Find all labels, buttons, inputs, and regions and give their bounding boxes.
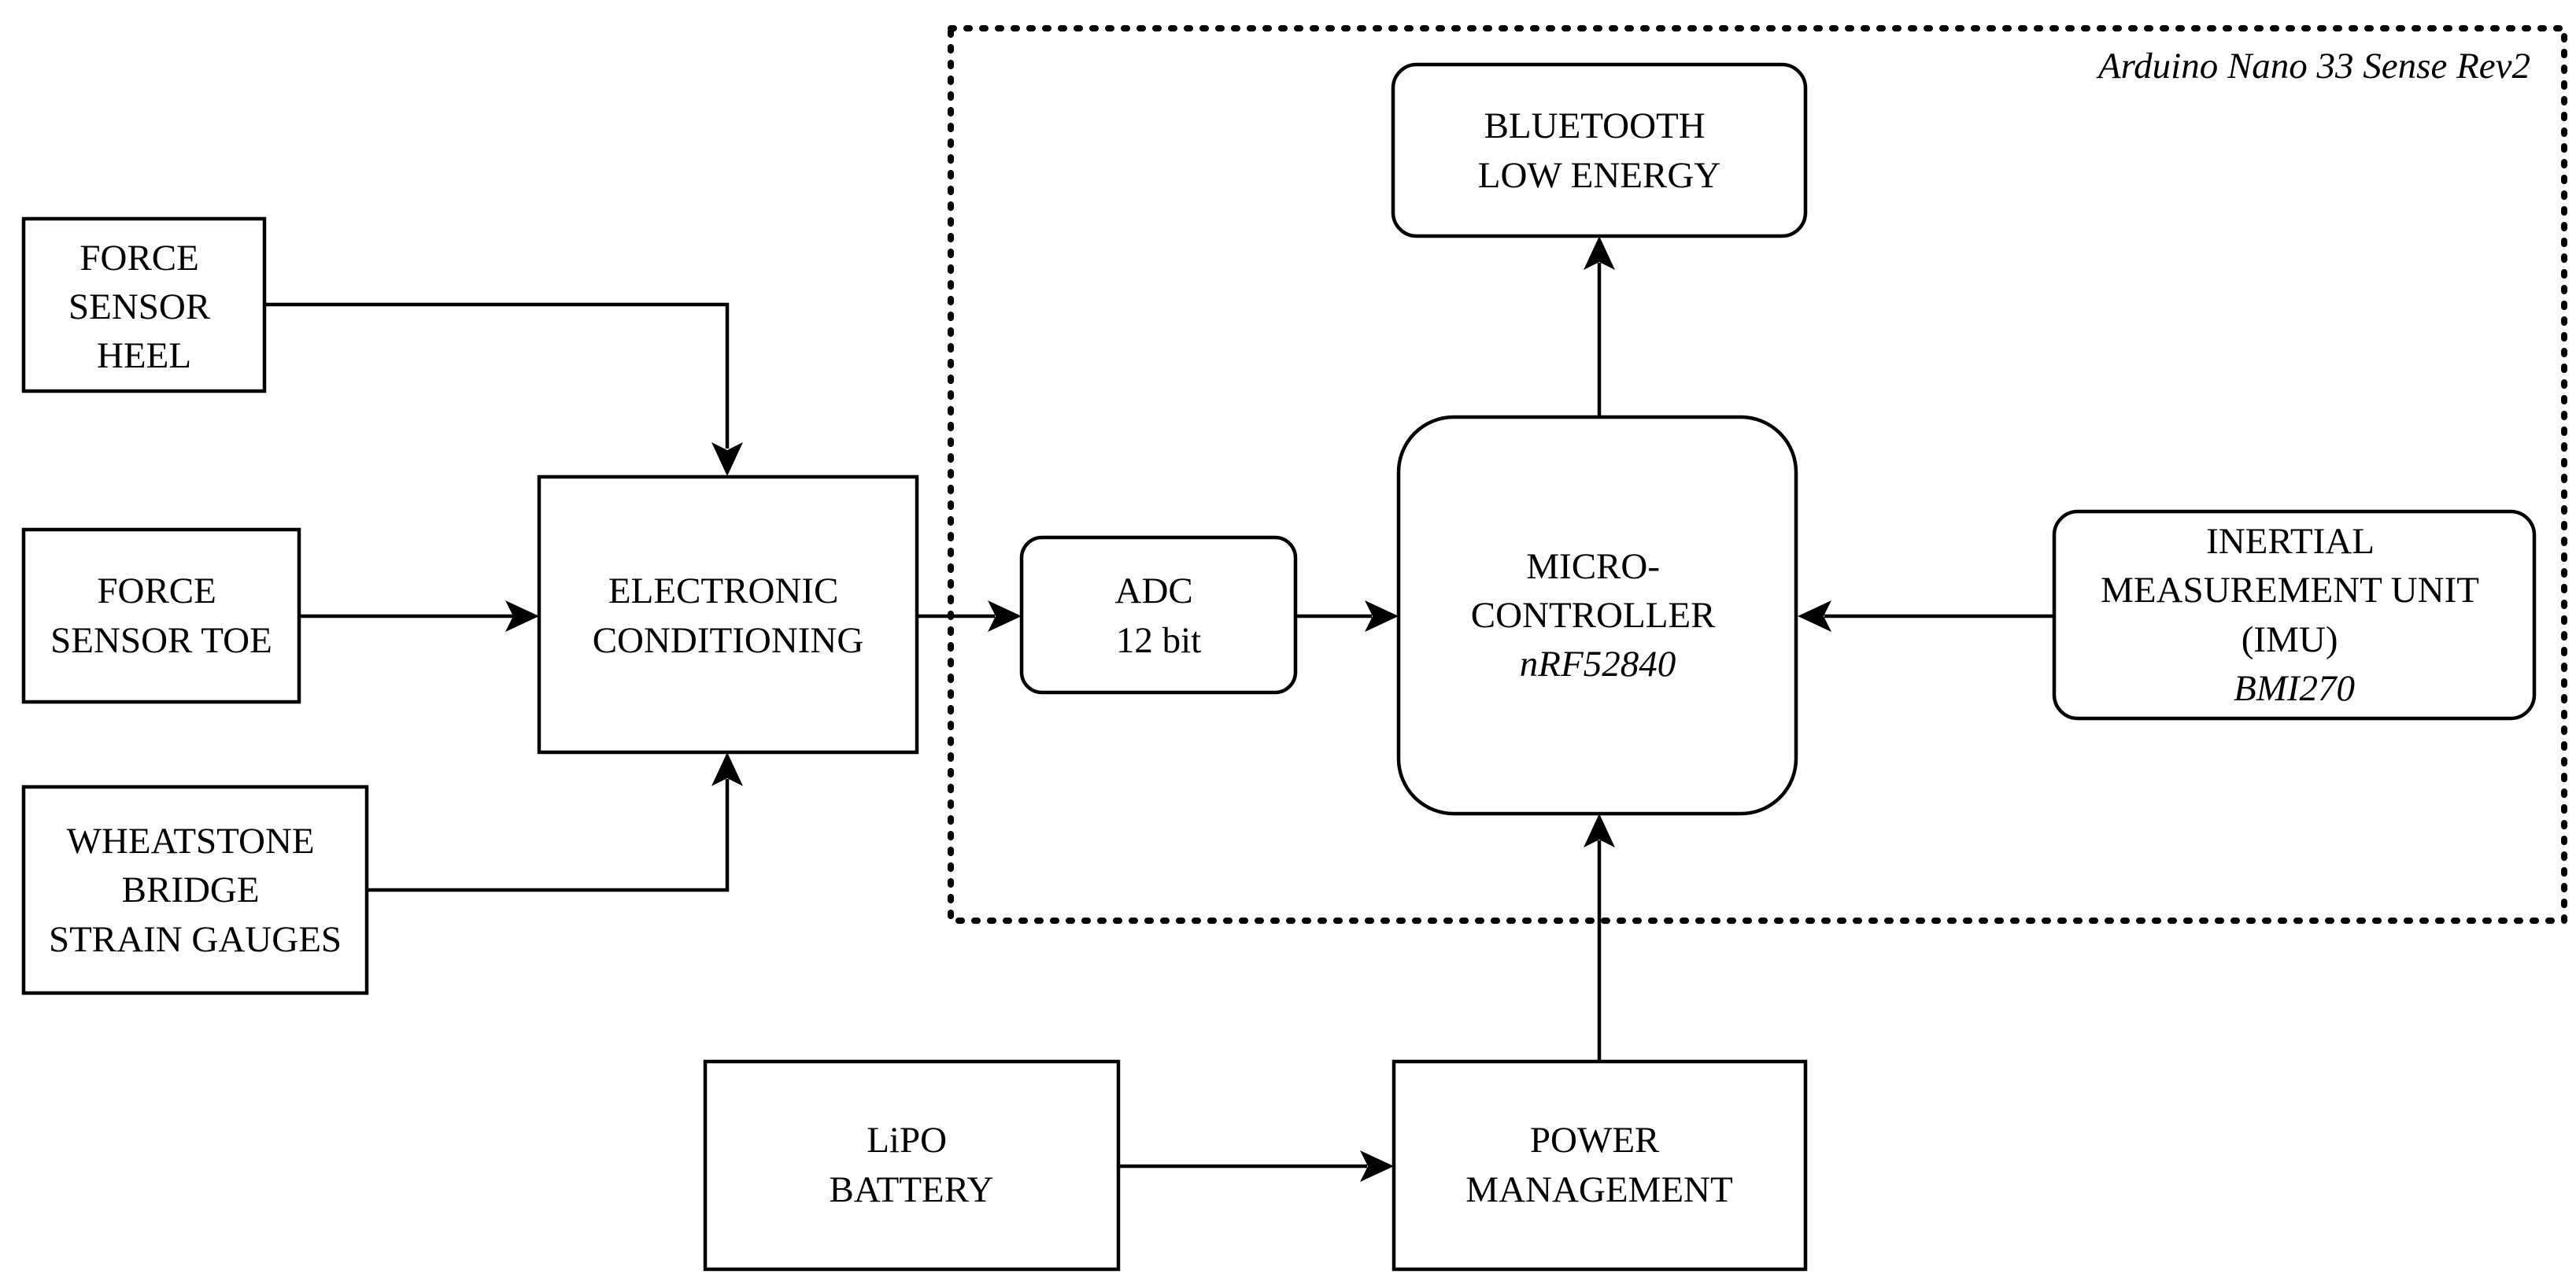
arrowhead-imu-to-mcu [1798, 600, 1831, 632]
block-microcontroller: MICRO- CONTROLLER nRF52840 [1396, 415, 1798, 816]
lipo-battery-label: LiPO BATTERY [830, 1120, 994, 1210]
arrowhead-wheatstone-to-conditioning [711, 752, 743, 786]
block-imu: INERTIAL MEASUREMENT UNIT (IMU) BMI270 [2052, 509, 2537, 721]
wheatstone-bridge-label: WHEATSTONE BRIDGE STRAIN GAUGES [49, 821, 342, 960]
electronic-conditioning-label: ELECTRONIC CONDITIONING [593, 570, 864, 661]
wire-heel-to-conditioning [264, 302, 730, 449]
block-adc: ADC 12 bit [1019, 535, 1298, 695]
block-lipo-battery: LiPO BATTERY [703, 1059, 1121, 1272]
arrowhead-adc-to-mcu [1365, 600, 1399, 632]
arrowhead-battery-to-power [1360, 1150, 1394, 1182]
block-force-sensor-toe: FORCE SENSOR TOE [21, 527, 301, 704]
adc-label: ADC 12 bit [1115, 570, 1203, 661]
arrowhead-mcu-to-ble [1584, 236, 1615, 270]
microcontroller-label: MICRO- CONTROLLER nRF52840 [1471, 546, 1724, 685]
arduino-board-label: Arduino Nano 33 Sense Rev2 [2096, 46, 2530, 87]
force-sensor-heel-label: FORCE SENSOR HEEL [68, 238, 220, 376]
wire-wheatstone-to-conditioning [367, 779, 730, 892]
arrowhead-heel-to-conditioning [711, 442, 743, 476]
power-management-label: POWER MANAGEMENT [1465, 1120, 1732, 1210]
arrowhead-conditioning-to-adc [988, 600, 1022, 632]
block-force-sensor-heel: FORCE SENSOR HEEL [21, 216, 267, 393]
force-sensor-toe-label: FORCE SENSOR TOE [50, 570, 272, 661]
arduino-board-boundary [948, 25, 2567, 924]
arrowhead-toe-to-conditioning [505, 600, 539, 632]
block-wheatstone-bridge: WHEATSTONE BRIDGE STRAIN GAUGES [21, 785, 369, 995]
bluetooth-label: BLUETOOTH LOW ENERGY [1478, 105, 1721, 196]
connections [264, 236, 2054, 1182]
block-bluetooth-low-energy: BLUETOOTH LOW ENERGY [1391, 62, 1808, 238]
imu-label: INERTIAL MEASUREMENT UNIT (IMU) BMI270 [2101, 521, 2488, 709]
block-electronic-conditioning: ELECTRONIC CONDITIONING [537, 474, 919, 755]
block-power-management: POWER MANAGEMENT [1391, 1059, 1808, 1272]
arrowhead-power-to-mcu [1584, 814, 1615, 847]
